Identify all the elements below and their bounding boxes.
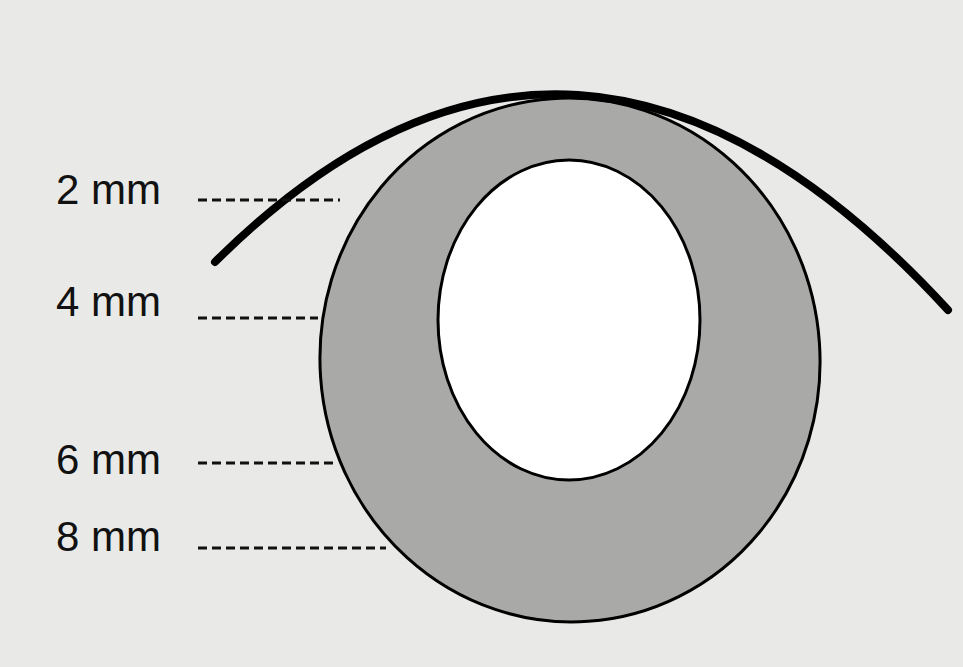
leader-line	[198, 462, 338, 465]
dimension-label: 4 mm	[56, 278, 161, 326]
leader-line	[198, 317, 318, 320]
dimension-label: 8 mm	[56, 513, 161, 561]
covered-zone	[302, 81, 837, 639]
leader-line	[198, 547, 386, 550]
leader-line	[198, 199, 340, 202]
outer-zone	[302, 81, 837, 639]
inner-zone	[438, 160, 700, 480]
dimension-label: 2 mm	[56, 166, 161, 214]
eyelid-line	[215, 94, 948, 310]
dimension-label: 6 mm	[56, 436, 161, 484]
outer-outline	[302, 81, 837, 639]
